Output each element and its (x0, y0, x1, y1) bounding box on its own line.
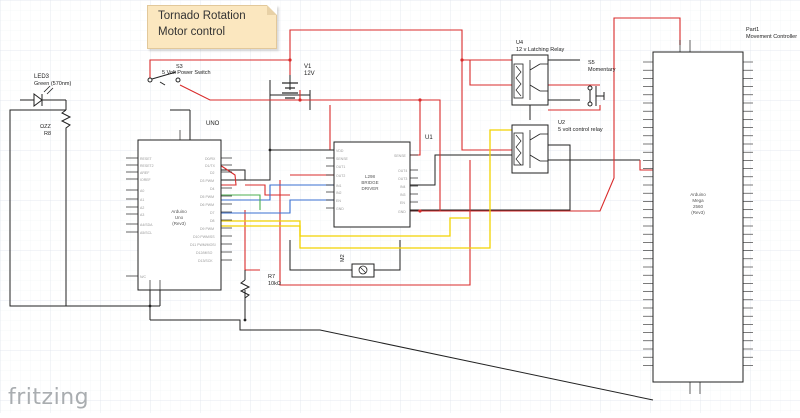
v1-desc: 12V (304, 71, 315, 77)
s3-desc: 5 Volt Power Switch (162, 70, 211, 76)
svg-text:D2: D2 (210, 171, 215, 175)
svg-text:D8: D8 (210, 219, 215, 223)
svg-text:A0: A0 (140, 189, 144, 193)
svg-text:EN: EN (336, 199, 341, 203)
u1-label: U1 (425, 135, 433, 141)
s5-label: S5 (588, 60, 595, 66)
svg-text:A4/SDA: A4/SDA (140, 223, 153, 227)
svg-text:IOREF: IOREF (140, 178, 151, 182)
svg-text:D9 PWM: D9 PWM (200, 227, 214, 231)
u2-desc: 5 volt control relay (558, 127, 603, 133)
led3-label: LED3 (34, 74, 50, 80)
green-wires (220, 194, 261, 210)
svg-text:D6 PWM: D6 PWM (200, 203, 214, 207)
svg-text:VDD: VDD (336, 149, 344, 153)
svg-text:SENSE: SENSE (394, 154, 407, 158)
uno-title3: (Rev3) (172, 221, 186, 226)
svg-text:RESET2: RESET2 (140, 164, 154, 168)
svg-text:A2: A2 (140, 206, 144, 210)
svg-text:A5/SCL: A5/SCL (140, 231, 152, 235)
mega-title3: 2560 (693, 204, 704, 209)
mega-title4: (Rev3) (691, 210, 705, 215)
blue-wires (220, 184, 334, 214)
led-resistor[interactable]: ΩZZ R8 (40, 109, 72, 137)
part1-label: Part1 (746, 27, 759, 33)
svg-text:D12/MISO: D12/MISO (196, 251, 213, 255)
uno-label: UNO (206, 121, 220, 127)
svg-text:N/C: N/C (140, 275, 147, 279)
svg-text:IN4: IN4 (400, 185, 406, 189)
relay-u4[interactable]: U4 12 v Latching Relay (511, 40, 565, 106)
battery-v1[interactable]: V1 12V (282, 64, 315, 99)
svg-text:AREF: AREF (140, 171, 149, 175)
uno-title1: Arduino (171, 209, 187, 214)
led3[interactable]: LED3 Green (570nm) (20, 74, 71, 110)
s5-desc: Momentary (588, 67, 616, 73)
mega-left-pins (643, 61, 653, 366)
u4-desc: 12 v Latching Relay (516, 47, 565, 53)
svg-text:D5 PWM: D5 PWM (200, 195, 214, 199)
svg-text:IN2: IN2 (336, 191, 342, 195)
note-fold-corner (267, 5, 277, 15)
motor-m2[interactable]: M2 (340, 254, 380, 278)
led-resistor-value: ΩZZ (40, 124, 51, 130)
u1-title1: L298 (365, 174, 376, 179)
uno-title2: Uno (175, 215, 184, 220)
u1-title2: BRIDGE (361, 180, 378, 185)
arduino-mega-part1[interactable]: Arduino Mega 2560 (Rev3) Part1 Movement … (643, 27, 797, 394)
u2-label: U2 (558, 120, 565, 126)
s3-label: S3 (176, 64, 183, 70)
switch-s5[interactable]: S5 Momentary (587, 60, 616, 107)
v1-label: V1 (304, 64, 312, 70)
resistor-r7[interactable]: R7 10kΩ (239, 270, 281, 299)
svg-text:OUT3: OUT3 (398, 177, 407, 181)
svg-text:D13/SCK: D13/SCK (198, 259, 213, 263)
svg-text:D3 PWM: D3 PWM (200, 179, 214, 183)
u4-label: U4 (516, 40, 523, 46)
u1-title3: DRIVER (361, 186, 379, 191)
mega-right-pins (743, 61, 753, 366)
svg-text:GND: GND (336, 207, 344, 211)
svg-text:IN3: IN3 (400, 193, 406, 197)
svg-text:D1/TX: D1/TX (205, 164, 216, 168)
svg-text:IN1: IN1 (336, 184, 342, 188)
led-resistor-name: R8 (44, 131, 51, 137)
svg-text:EN: EN (400, 201, 405, 205)
svg-text:D0/RX: D0/RX (205, 157, 216, 161)
mega-title1: Arduino (690, 192, 706, 197)
r7-label: R7 (268, 274, 275, 280)
note-title: Tornado Rotation (158, 10, 246, 22)
svg-text:D4: D4 (210, 187, 215, 191)
svg-text:GND: GND (398, 210, 406, 214)
junctions (288, 58, 464, 213)
svg-text:RESET: RESET (140, 157, 153, 161)
svg-text:D7: D7 (210, 211, 215, 215)
svg-text:D10 PWM/SS: D10 PWM/SS (193, 235, 215, 239)
svg-text:A1: A1 (140, 198, 144, 202)
yellow-wires (220, 129, 512, 249)
relay-u2[interactable]: U2 5 volt control relay (511, 120, 603, 174)
svg-text:OUT2: OUT2 (336, 174, 345, 178)
note-subtitle: Motor control (158, 26, 226, 38)
svg-text:SENSE: SENSE (336, 157, 349, 161)
part1-desc: Movement Controller (746, 34, 797, 40)
m2-label: M2 (340, 254, 346, 262)
mega-title2: Mega (692, 198, 704, 203)
led3-desc: Green (570nm) (34, 81, 71, 87)
svg-text:D11 PWM/MOSI: D11 PWM/MOSI (190, 243, 216, 247)
sticky-note[interactable]: Tornado Rotation Motor control (147, 5, 277, 49)
switch-s3[interactable]: S3 5 Volt Power Switch (147, 64, 211, 86)
svg-text:A3: A3 (140, 213, 144, 217)
fritzing-logo: fritzing (8, 385, 90, 410)
r7-value: 10kΩ (268, 281, 281, 287)
svg-text:OUT4: OUT4 (398, 169, 407, 173)
svg-text:OUT1: OUT1 (336, 165, 345, 169)
